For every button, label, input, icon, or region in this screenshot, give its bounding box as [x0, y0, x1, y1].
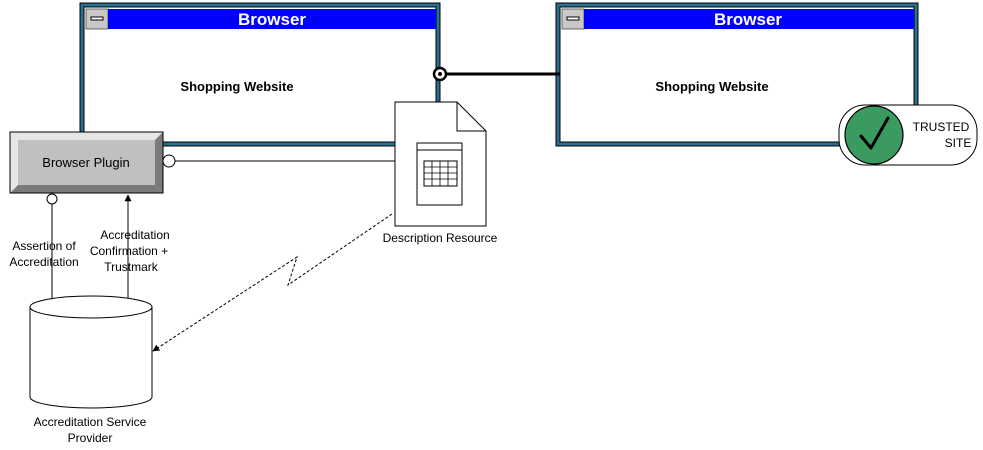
trusted-site-badge: TRUSTED SITE — [838, 104, 978, 166]
shopping-website-right: Shopping Website — [655, 79, 768, 94]
minimize-icon — [90, 16, 104, 21]
accreditation-service-provider: Accreditation Service Provider — [29, 295, 153, 445]
minimize-icon — [566, 16, 580, 21]
resource-to-provider-link — [152, 213, 393, 352]
confirmation-label-line3: Trustmark — [104, 260, 159, 274]
browser-title-right: Browser — [714, 10, 782, 29]
description-resource-label: Description Resource — [383, 231, 498, 245]
browser-plugin-label: Browser Plugin — [42, 155, 129, 170]
table-icon — [416, 142, 463, 206]
checkmark-icon — [859, 116, 890, 150]
trusted-label-line2: SITE — [945, 136, 972, 150]
browser-title-left: Browser — [238, 10, 306, 29]
assertion-label-line2: Accreditation — [9, 255, 78, 269]
plugin-to-resource-link — [162, 154, 395, 168]
browser-connector — [432, 66, 560, 82]
titlebar-right — [584, 9, 914, 29]
browser-plugin[interactable]: Browser Plugin — [9, 131, 164, 194]
description-resource: Description Resource — [383, 101, 498, 245]
service-provider-label-line2: Provider — [68, 431, 113, 445]
confirmation-label-line2: Confirmation + — [90, 244, 168, 258]
shopping-website-left: Shopping Website — [180, 79, 293, 94]
browser-window-left: Browser Shopping Website — [79, 2, 441, 147]
service-provider-label-line1: Accreditation Service — [34, 415, 147, 429]
assertion-label-line1: Assertion of — [12, 239, 76, 253]
trusted-label-line1: TRUSTED — [913, 120, 970, 134]
titlebar-left — [108, 9, 436, 29]
trusted-circle — [844, 105, 904, 165]
confirmation-label-line1: Accreditation — [100, 228, 169, 242]
